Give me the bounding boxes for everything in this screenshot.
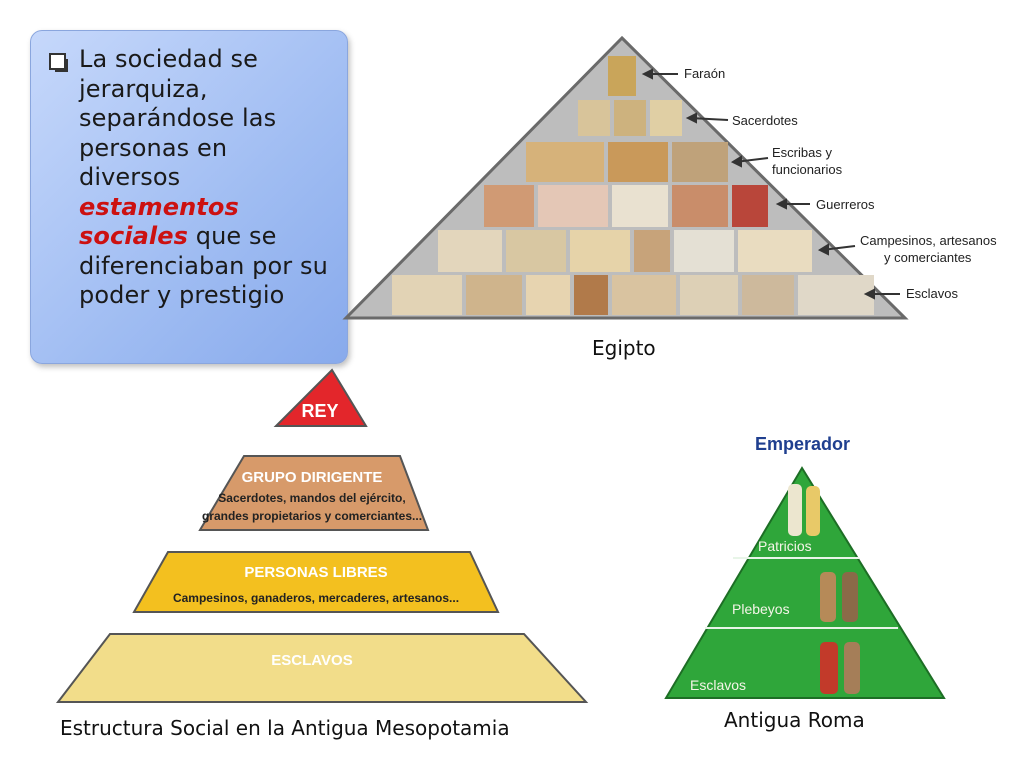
egypt-level-escribas-1: Escribas y bbox=[772, 145, 832, 160]
egypt-level-farao: Faraón bbox=[684, 66, 725, 81]
rome-pyramid-shape bbox=[664, 466, 946, 699]
rome-pyramid-diagram: Emperador Patricios Plebeyos Esclavos bbox=[664, 434, 946, 699]
mesopotamia-rey-label: REY bbox=[301, 401, 338, 421]
egypt-level-campesinos-2: y comerciantes bbox=[884, 250, 972, 265]
mesopotamia-libres-title: PERSONAS LIBRES bbox=[244, 564, 387, 581]
mesopotamia-dirigente-line1: Sacerdotes, mandos del ejército, bbox=[218, 491, 405, 505]
mesopotamia-esclavos-title: ESCLAVOS bbox=[271, 652, 352, 669]
mesopotamia-pyramid-diagram: REY GRUPO DIRIGENTE Sacerdotes, mandos d… bbox=[55, 368, 589, 703]
egypt-level-guerreros: Guerreros bbox=[816, 197, 875, 212]
mesopotamia-esclavos-block bbox=[55, 633, 589, 703]
checkbox-bullet-icon bbox=[49, 53, 66, 70]
rome-figure-icons bbox=[788, 484, 860, 694]
rome-level-plebeyos: Plebeyos bbox=[732, 601, 790, 617]
egypt-caption: Egipto bbox=[592, 336, 656, 360]
callout-text: La sociedad se jerarquiza, separándose l… bbox=[49, 45, 333, 311]
egypt-level-escribas-2: funcionarios bbox=[772, 162, 843, 177]
egypt-level-campesinos-1: Campesinos, artesanos bbox=[860, 233, 997, 248]
mesopotamia-dirigente-title: GRUPO DIRIGENTE bbox=[242, 469, 383, 486]
mesopotamia-libres-line1: Campesinos, ganaderos, mercaderes, artes… bbox=[173, 591, 459, 605]
mesopotamia-caption: Estructura Social en la Antigua Mesopota… bbox=[60, 716, 510, 740]
info-callout: La sociedad se jerarquiza, separándose l… bbox=[30, 30, 348, 364]
mesopotamia-dirigente-block bbox=[198, 455, 430, 531]
rome-caption: Antigua Roma bbox=[724, 708, 865, 732]
egypt-level-esclavos: Esclavos bbox=[906, 286, 959, 301]
callout-text-after: que se diferenciaban por su poder y pres… bbox=[79, 222, 328, 309]
egypt-image-tiles bbox=[392, 56, 874, 315]
egypt-pyramid-diagram: Faraón Sacerdotes Escribas y funcionario… bbox=[342, 35, 997, 320]
mesopotamia-dirigente-line2: grandes propietarios y comerciantes... bbox=[202, 509, 422, 523]
rome-level-patricios: Patricios bbox=[758, 538, 812, 554]
mesopotamia-libres-block bbox=[132, 551, 500, 613]
rome-level-esclavos: Esclavos bbox=[690, 677, 746, 693]
callout-highlight: estamentos sociales bbox=[79, 192, 239, 251]
callout-text-before: La sociedad se jerarquiza, separándose l… bbox=[79, 45, 277, 191]
egypt-level-sacerdotes: Sacerdotes bbox=[732, 113, 798, 128]
rome-title: Emperador bbox=[755, 434, 850, 454]
mesopotamia-rey-block bbox=[273, 368, 368, 427]
